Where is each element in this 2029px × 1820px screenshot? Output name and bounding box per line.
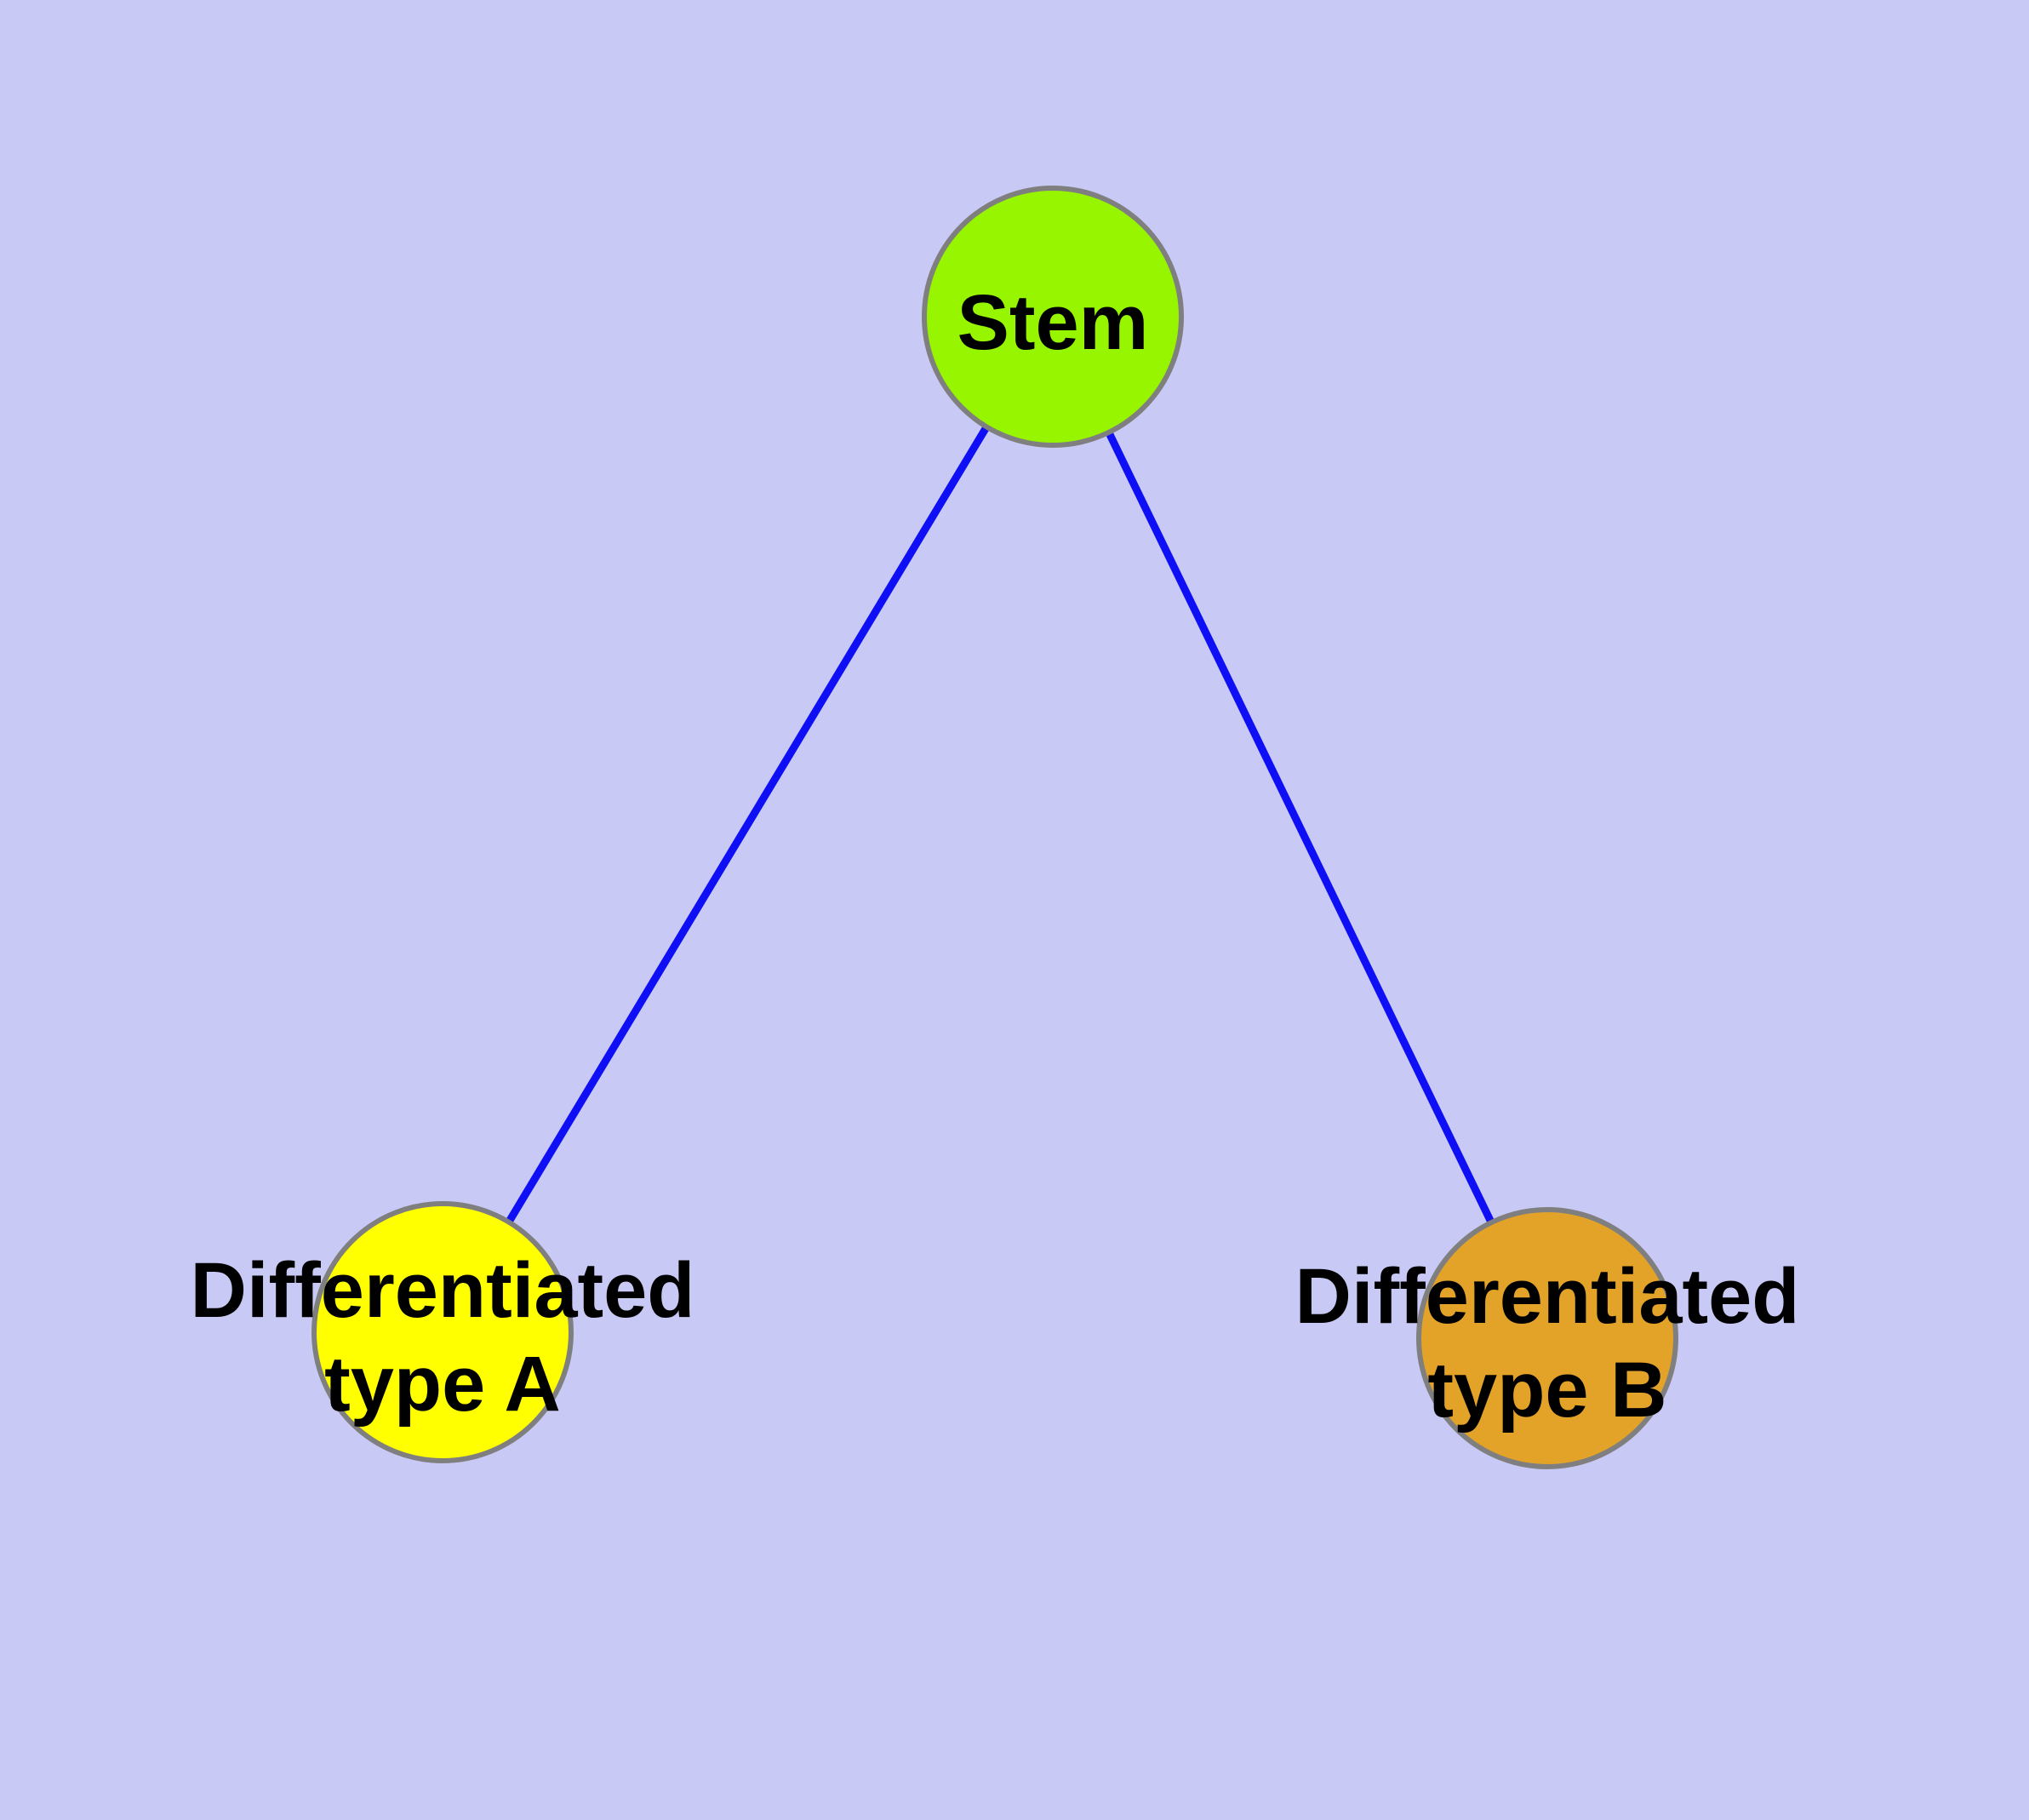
node-type-a-label-line2: type A (324, 1341, 561, 1428)
node-stem-label: Stem (957, 279, 1149, 366)
node-stem-circle (922, 186, 1184, 448)
node-type-a-circle (311, 1201, 574, 1463)
node-type-b-label-line1: Differentiated (1295, 1253, 1800, 1340)
edge-stem-to-type-b (1049, 315, 1552, 1340)
edge-stem-to-type-a (439, 314, 1056, 1335)
node-type-a-label-line1: Differentiated (191, 1247, 695, 1334)
node-type-b-circle (1416, 1207, 1678, 1469)
node-type-b-label-line2: type B (1427, 1347, 1666, 1434)
